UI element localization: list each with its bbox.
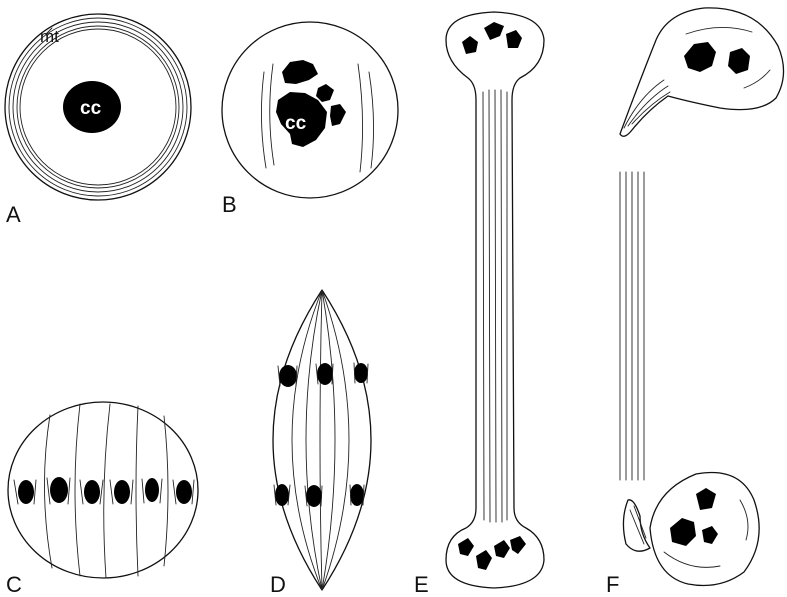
cc-label-b: cc xyxy=(285,113,307,134)
panel-c-label: C xyxy=(6,572,22,597)
panel-a: cc mt A xyxy=(5,14,191,227)
panel-d-label: D xyxy=(270,572,286,597)
panel-e: E xyxy=(414,12,544,597)
panel-a-label: A xyxy=(6,202,21,227)
cc-label-a: cc xyxy=(80,98,102,119)
panel-b-label: B xyxy=(222,192,237,217)
panel-f: F xyxy=(606,8,784,597)
panel-e-label: E xyxy=(414,572,429,597)
panel-d: D xyxy=(270,290,371,597)
panel-f-label: F xyxy=(606,572,619,597)
panel-b: cc B xyxy=(222,22,398,217)
panel-c: C xyxy=(6,402,198,597)
